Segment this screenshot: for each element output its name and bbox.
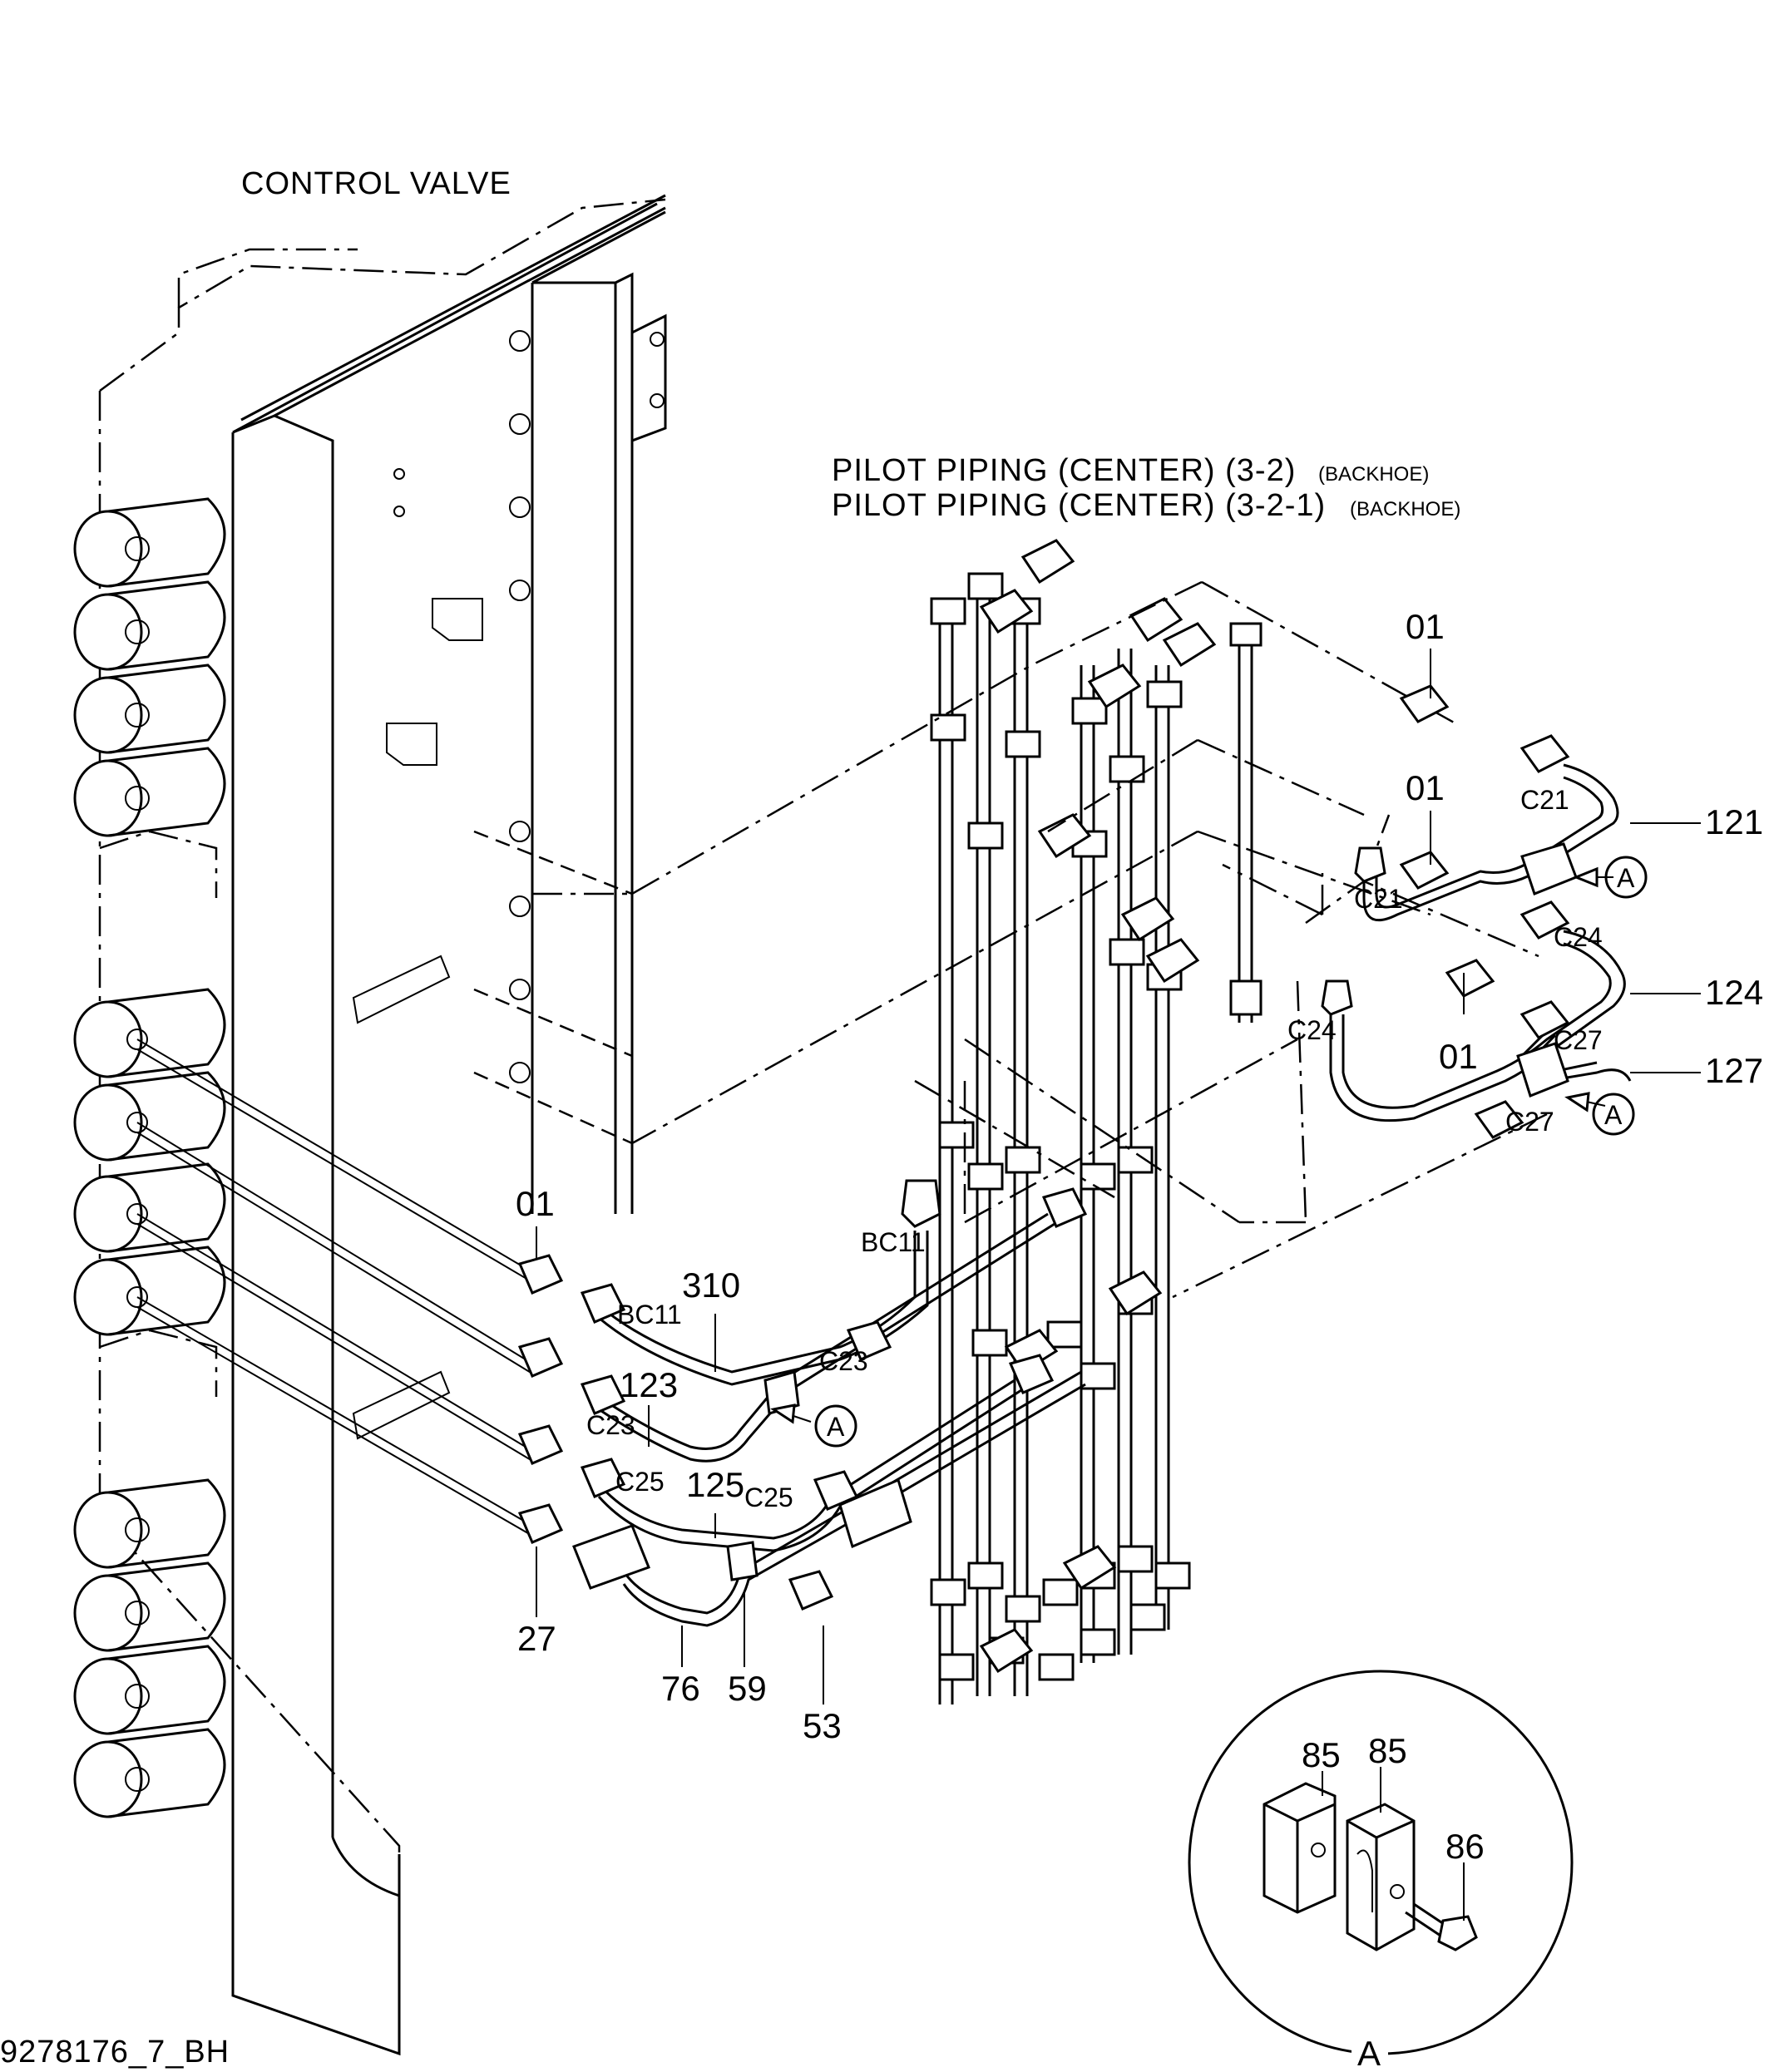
- bundle-fittings: [930, 539, 1263, 1681]
- detail-a-view: [1188, 1670, 1574, 2055]
- detail-callout-86: 86: [1445, 1827, 1485, 1866]
- callout-c21-b: C21: [1354, 884, 1403, 914]
- assembly-guide-lines: [631, 580, 1548, 1299]
- callout-59: 59: [728, 1669, 767, 1708]
- clamp-arrow-1: [1572, 866, 1599, 888]
- clamp-half-85a: [1263, 1782, 1337, 1914]
- callout-310: 310: [682, 1265, 740, 1305]
- pilot-piping-title-1: PILOT PIPING (CENTER) (3-2): [832, 453, 1296, 488]
- callout-c21-a: C21: [1520, 785, 1569, 815]
- pilot-piping-title-1-suffix: (BACKHOE): [1318, 463, 1429, 486]
- clamp-a-circle-3: [814, 1404, 857, 1448]
- pilot-lines-to-fittings: [136, 1038, 533, 1537]
- pilot-piping-title-2-suffix: (BACKHOE): [1350, 498, 1460, 520]
- callout-c25-b: C25: [744, 1482, 793, 1512]
- callout-c23-b: C23: [586, 1410, 635, 1440]
- clamp-a-circle-1: [1604, 856, 1648, 899]
- clamp-half-85b: [1346, 1803, 1416, 1951]
- detail-label-gap: [1352, 2037, 1388, 2072]
- pipe-76: [622, 1370, 1086, 1627]
- callout-c23-a: C23: [819, 1346, 868, 1376]
- clamp-a-label-3: A: [827, 1412, 845, 1442]
- clamp-a-circle-2: [1592, 1093, 1635, 1136]
- valve-port-holes: [393, 330, 531, 1083]
- clamp-arrow-2: [1564, 1092, 1590, 1112]
- callout-121: 121: [1705, 802, 1763, 841]
- callout-c24-b: C24: [1287, 1015, 1337, 1045]
- clamp-a-label-1: A: [1617, 863, 1635, 893]
- lower-fittings: [517, 1179, 1088, 1611]
- callout-53: 53: [803, 1706, 842, 1745]
- callout-127: 127: [1705, 1051, 1763, 1090]
- callout-bc11-b: BC11: [617, 1300, 682, 1330]
- callout-76: 76: [661, 1669, 700, 1708]
- callout-01-c: 01: [1439, 1037, 1478, 1076]
- control-valve-title: CONTROL VALVE: [241, 166, 511, 201]
- pilot-piping-bundle: [930, 539, 1263, 1704]
- callout-01-d: 01: [516, 1184, 555, 1223]
- spool-caps-middle: [73, 988, 226, 1336]
- spool-caps-lower: [73, 1478, 226, 1818]
- spool-caps-upper: [73, 497, 226, 837]
- clamp-arrow-3: [770, 1404, 796, 1424]
- pipe-310: [598, 1231, 929, 1386]
- callout-01-a: 01: [1406, 607, 1445, 646]
- pilot-piping-title-2: PILOT PIPING (CENTER) (3-2-1): [832, 488, 1326, 523]
- detail-view-label: A: [1357, 2034, 1381, 2072]
- callout-c25-a: C25: [615, 1467, 665, 1497]
- callout-27: 27: [517, 1619, 556, 1658]
- callout-c24-a: C24: [1554, 922, 1603, 952]
- callout-bc11-a: BC11: [861, 1227, 926, 1257]
- callout-125: 125: [686, 1465, 744, 1504]
- pipe-125: [597, 1379, 1022, 1552]
- callout-c27-b: C27: [1505, 1107, 1554, 1137]
- pipe-123: [598, 1212, 1055, 1463]
- bolt-86: [1405, 1902, 1478, 1951]
- callout-01-b: 01: [1406, 768, 1445, 807]
- callout-124: 124: [1705, 973, 1763, 1012]
- callout-c27-a: C27: [1554, 1025, 1603, 1055]
- callout-123: 123: [620, 1365, 678, 1404]
- clamp-a-label-2: A: [1604, 1100, 1623, 1130]
- detail-callout-85-a: 85: [1302, 1735, 1341, 1774]
- drawing-id: 9278176_7_BH: [0, 2035, 230, 2070]
- detail-callout-85-b: 85: [1368, 1731, 1407, 1770]
- control-valve-body: [98, 194, 667, 2056]
- right-fittings: [1321, 684, 1578, 1139]
